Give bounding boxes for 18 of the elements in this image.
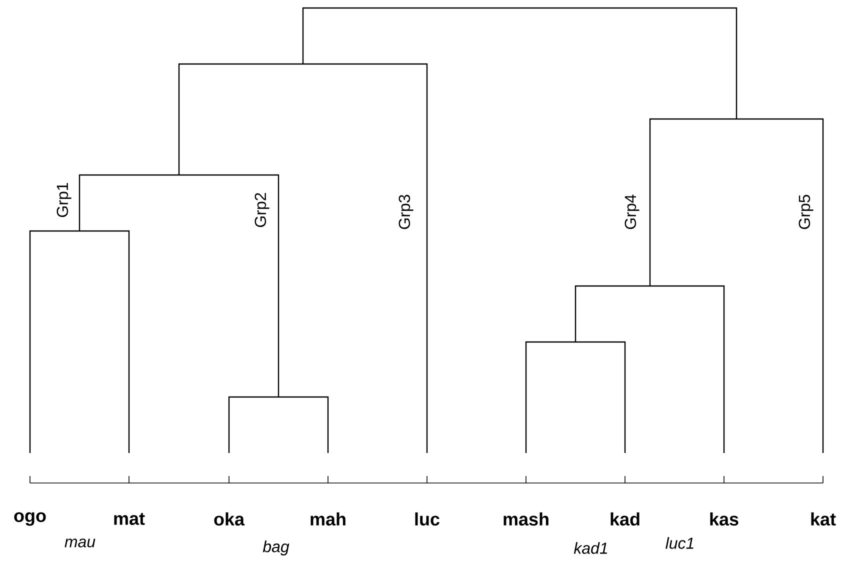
leaf-label: kas <box>710 512 738 526</box>
leaf-label: kad <box>610 512 640 526</box>
leaf-label: kat <box>811 512 836 526</box>
leaf-label: mah <box>310 512 346 526</box>
sample-label: bag <box>262 540 290 556</box>
grp-label: Grp3 <box>398 194 414 229</box>
sample-label: luc1 <box>666 537 694 549</box>
leaf-label: oka <box>214 512 245 526</box>
leaf-label: mat <box>114 513 145 525</box>
leaf-label: mash <box>504 512 548 526</box>
grp-label: Grp5 <box>798 194 814 229</box>
grp-label: Grp1 <box>56 183 72 217</box>
grp-label: Grp4 <box>624 194 640 229</box>
leaf-label: luc <box>415 512 440 526</box>
leaf-label: ogo <box>14 512 46 526</box>
grp-label: Grp2 <box>254 193 270 227</box>
sample-label: mau <box>64 538 96 548</box>
sample-label: kad1 <box>574 542 607 554</box>
